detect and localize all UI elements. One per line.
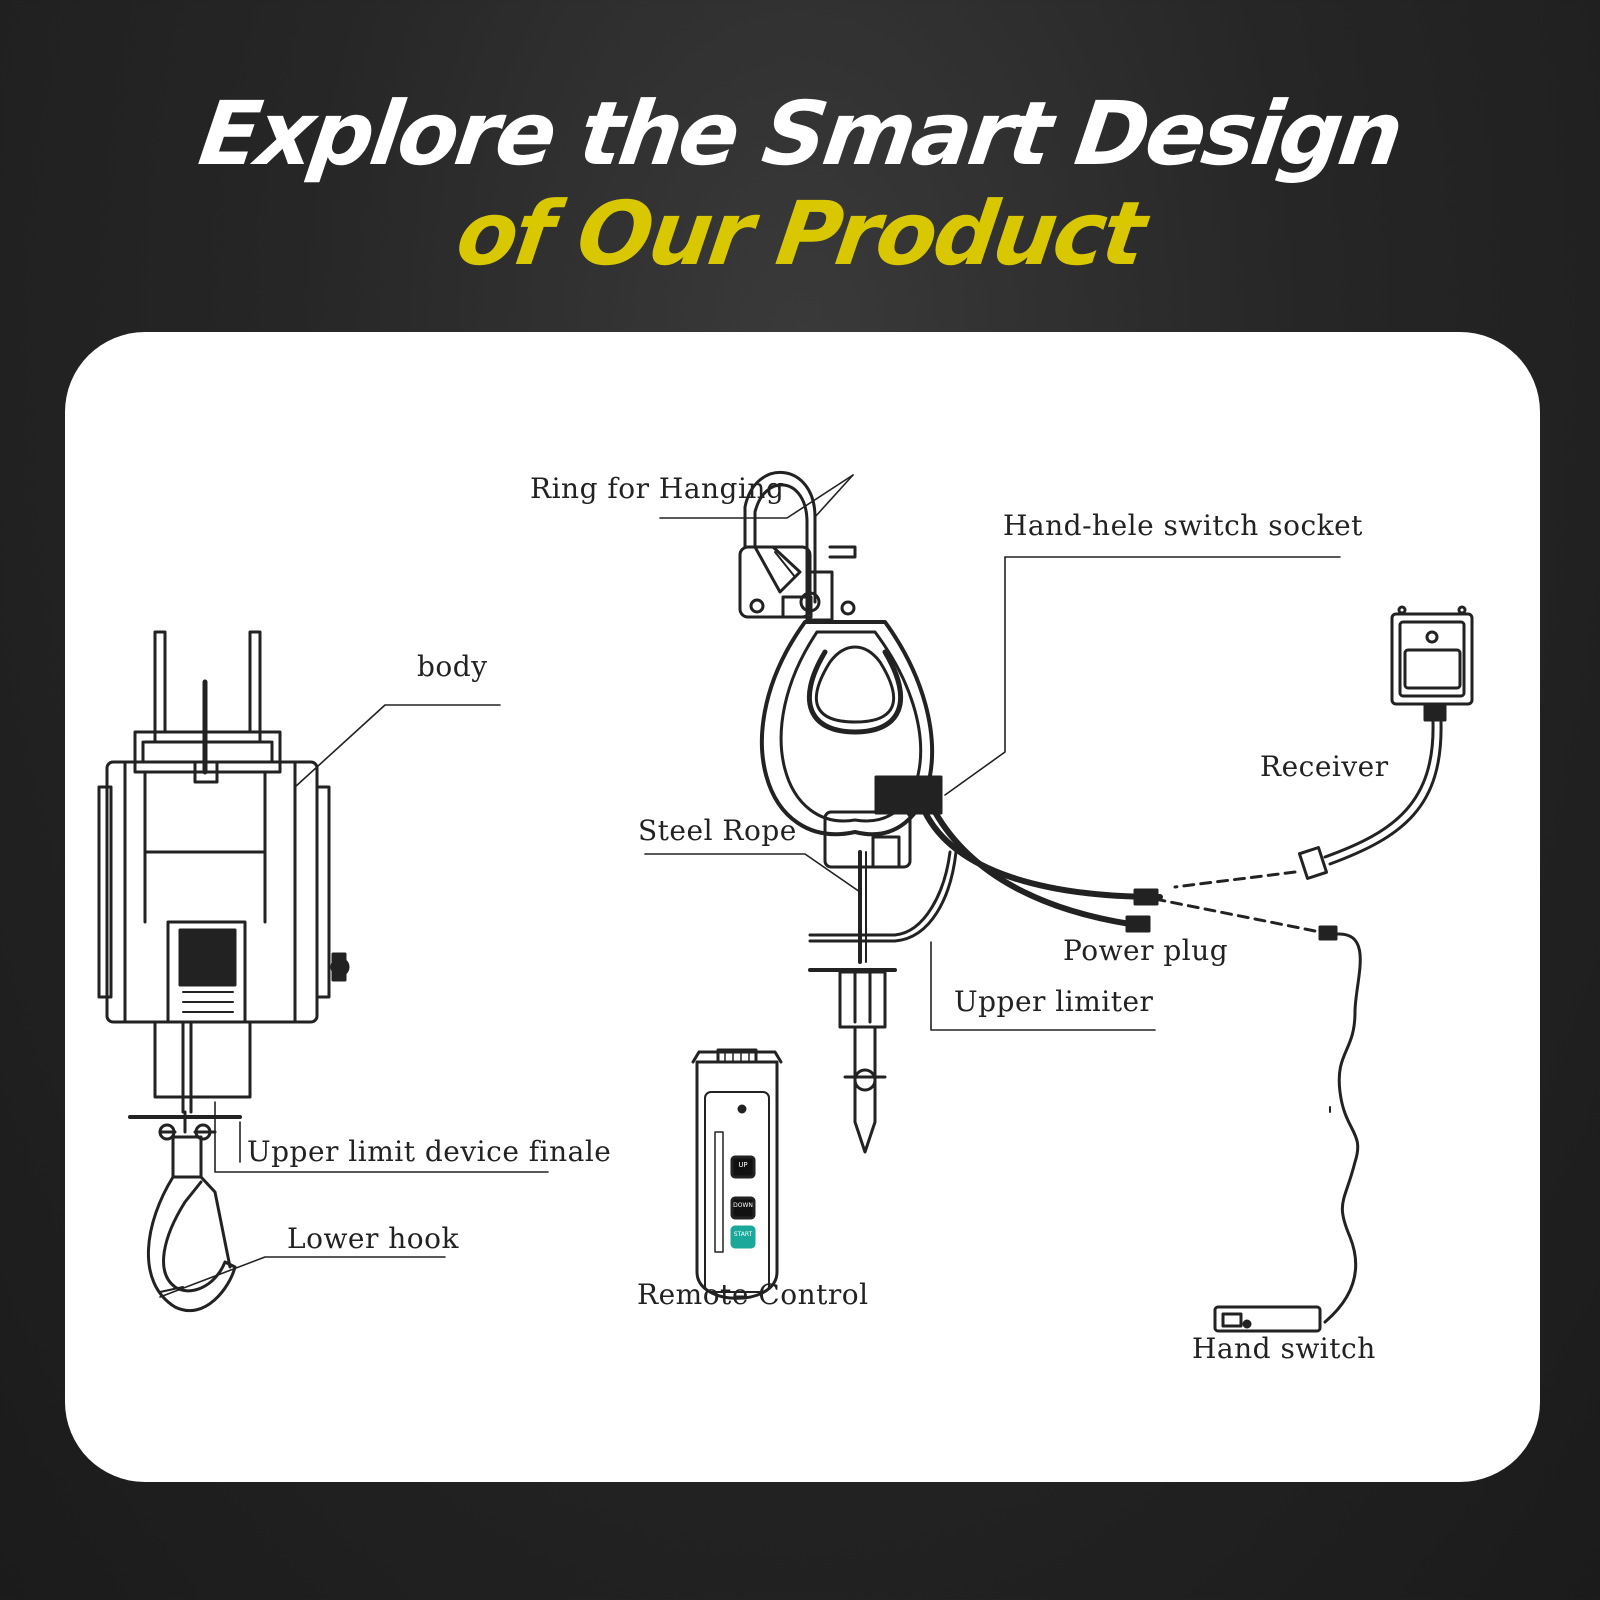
headline: Explore the Smart Design of Our Product <box>0 82 1600 285</box>
hoist-side-view <box>738 470 1163 1154</box>
label-switch-socket: Hand-hele switch socket <box>1003 509 1363 542</box>
label-remote-control: Remote Control <box>637 1278 869 1311</box>
hand-switch-unit <box>1213 925 1362 1333</box>
leader-lines-center <box>644 474 1341 1031</box>
diagram-artwork <box>97 470 1474 1333</box>
leader-lines-left <box>159 704 549 1298</box>
headline-line-2: of Our Product <box>450 182 1150 285</box>
diagram-card: UP DOWN START body Upper limit device fi… <box>65 332 1540 1482</box>
label-upper-limit-device: Upper limit device finale <box>247 1135 612 1168</box>
label-steel-rope: Steel Rope <box>638 814 797 847</box>
label-power-plug: Power plug <box>1063 934 1229 967</box>
remote-button-start: START <box>733 1231 753 1238</box>
receiver-unit <box>1153 605 1474 934</box>
hoist-front-view <box>97 630 350 1313</box>
label-lower-hook: Lower hook <box>287 1222 459 1255</box>
label-receiver: Receiver <box>1260 750 1389 783</box>
remote-control-device <box>691 1048 783 1300</box>
remote-button-down: DOWN <box>733 1202 753 1209</box>
label-ring-for-hanging: Ring for Hanging <box>530 472 785 505</box>
label-hand-switch: Hand switch <box>1192 1332 1376 1365</box>
label-upper-limiter: Upper limiter <box>954 985 1154 1018</box>
label-body: body <box>417 650 488 683</box>
remote-button-up: UP <box>738 1161 748 1169</box>
headline-line-1: Explore the Smart Design <box>193 82 1407 185</box>
